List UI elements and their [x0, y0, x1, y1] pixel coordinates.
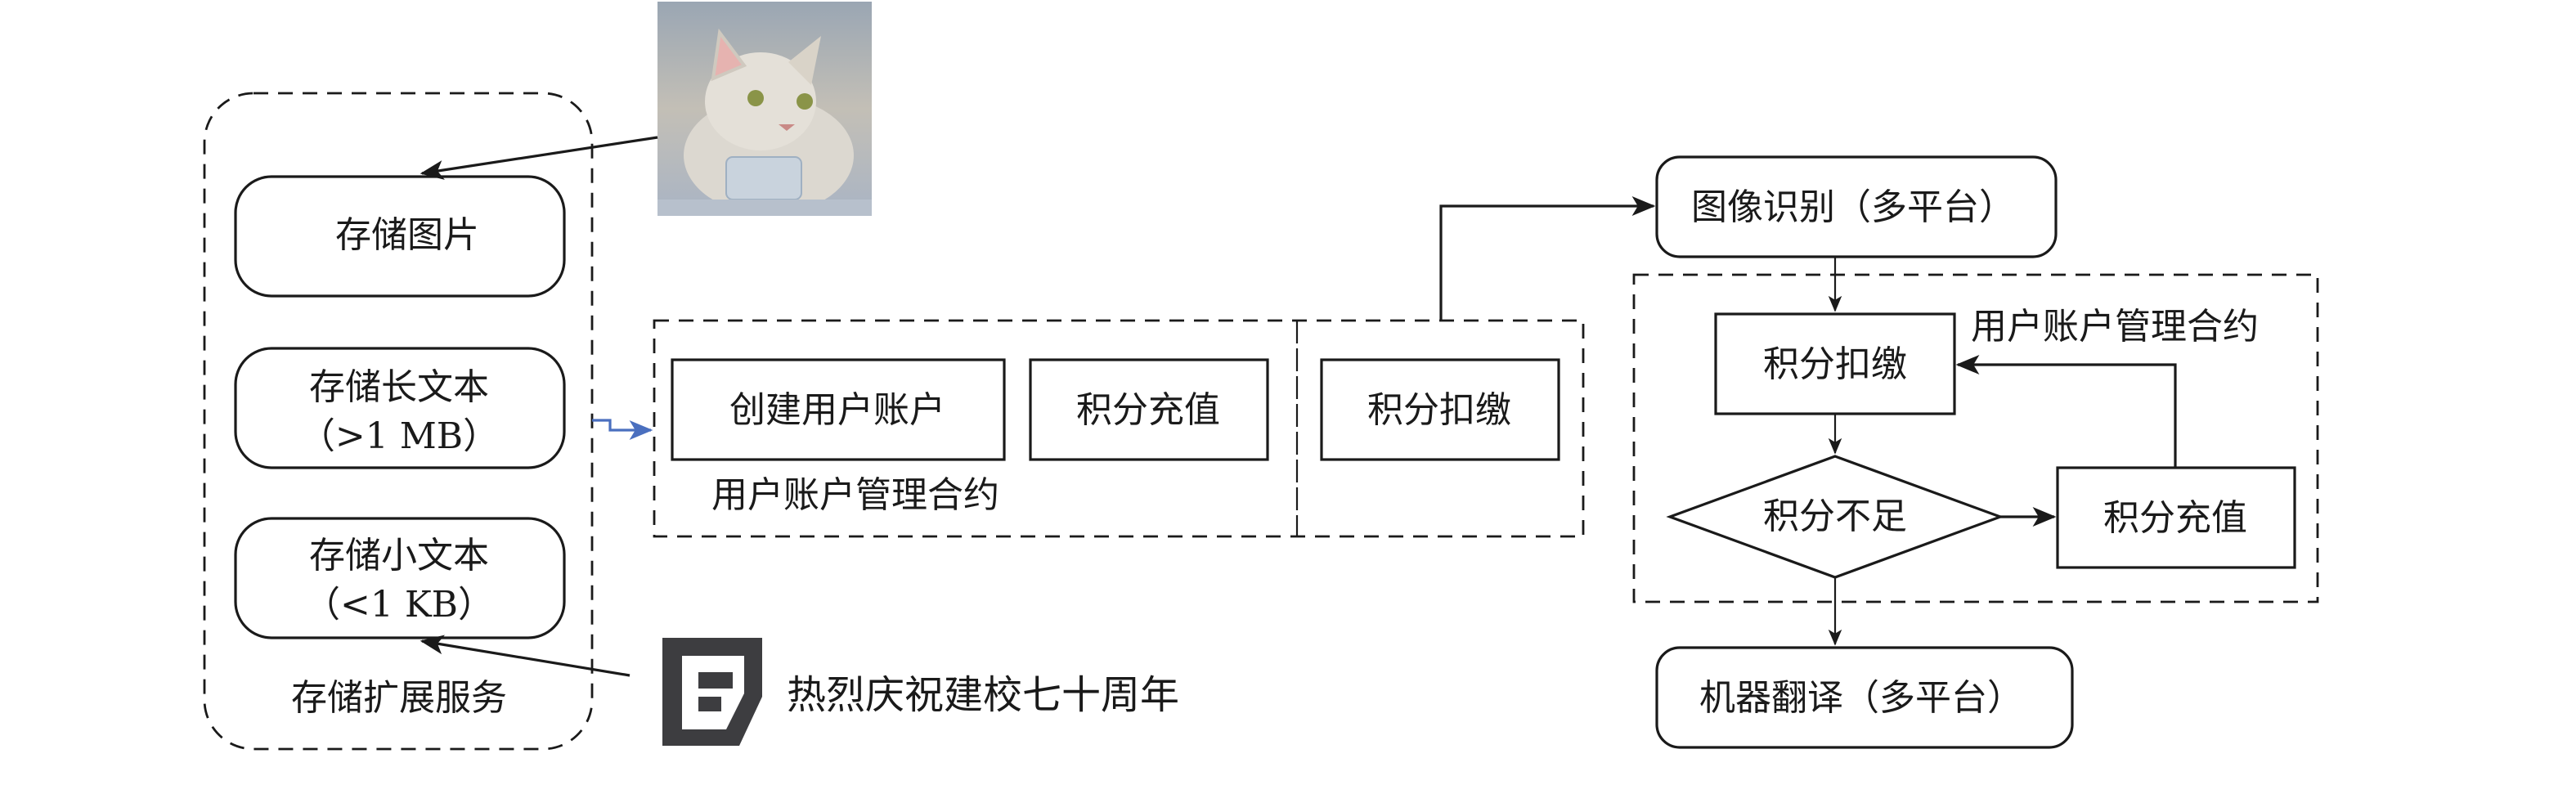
celebration-text: 热烈庆祝建校七十周年 — [787, 672, 1179, 718]
storage-group-label: 存储扩展服务 — [291, 677, 507, 719]
contract-middle-group: 创建用户账户 积分充值 积分扣缴 用户账户管理合约 — [653, 319, 1585, 538]
right-deduct-node[interactable]: 积分扣缴 — [1714, 312, 1956, 415]
right-deduct-label: 积分扣缴 — [1763, 343, 1907, 385]
recharge-points-node[interactable]: 积分充值 — [1029, 358, 1269, 461]
create-account-node[interactable]: 创建用户账户 — [671, 358, 1006, 461]
image-recognition-node[interactable]: 图像识别（多平台） — [1655, 155, 2058, 258]
cat-photo-icon — [657, 2, 872, 216]
image-recognition-label: 图像识别（多平台） — [1691, 186, 2015, 228]
document-logo-icon — [662, 638, 762, 746]
right-recharge-node[interactable]: 积分充值 — [2056, 466, 2296, 569]
deduct-points-node[interactable]: 积分扣缴 — [1320, 358, 1560, 461]
storage-long-text-node[interactable]: 存储长文本 （>1 MB） — [234, 347, 566, 469]
storage-short-text-label: 存储小文本 — [309, 535, 489, 576]
contract-middle-label: 用户账户管理合约 — [711, 474, 999, 516]
decision-label: 积分不足 — [1763, 496, 1907, 537]
arrow-contract-to-image-recognition — [1439, 196, 1656, 321]
storage-image-label: 存储图片 — [335, 214, 479, 256]
machine-translation-label: 机器翻译（多平台） — [1699, 677, 2023, 719]
deduct-points-label: 积分扣缴 — [1367, 389, 1511, 431]
arrow-text-to-storage — [420, 635, 631, 677]
contract-middle-border — [653, 319, 1585, 538]
machine-translation-node[interactable]: 机器翻译（多平台） — [1655, 646, 2074, 749]
insufficient-points-decision[interactable]: 积分不足 — [1666, 455, 2004, 579]
contract-right-border — [1632, 273, 2319, 603]
text-input-group: 热烈庆祝建校七十周年 — [662, 638, 1179, 746]
contract-right-group: 用户账户管理合约 积分扣缴 积分不足 积分充值 — [1632, 273, 2319, 603]
storage-short-text-size: （<1 KB） — [304, 584, 494, 626]
storage-short-text-node[interactable]: 存储小文本 （<1 KB） — [234, 517, 566, 639]
storage-image-node[interactable]: 存储图片 — [234, 175, 566, 298]
contract-right-label: 用户账户管理合约 — [1971, 306, 2259, 348]
connector-storage-to-contract — [592, 419, 653, 440]
arrow-image-to-storage — [420, 136, 658, 180]
create-account-label: 创建用户账户 — [729, 389, 945, 431]
recharge-points-label: 积分充值 — [1076, 389, 1220, 431]
arrow-recharge-to-deduct — [1955, 355, 2177, 468]
storage-long-text-label: 存储长文本 — [309, 366, 489, 408]
right-recharge-label: 积分充值 — [2103, 497, 2247, 539]
storage-service-group: 存储图片 存储长文本 （>1 MB） 存储小文本 （<1 KB） 存储扩展服务 — [203, 92, 594, 751]
storage-long-text-size: （>1 MB） — [299, 415, 499, 457]
